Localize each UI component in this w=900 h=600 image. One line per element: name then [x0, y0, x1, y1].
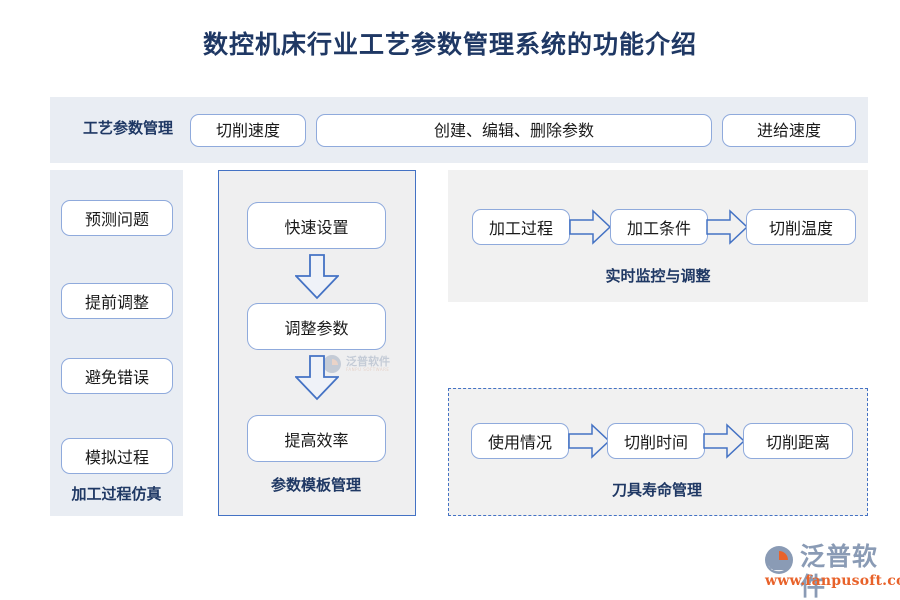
pill-crud-params[interactable]: 创建、编辑、删除参数: [316, 114, 712, 147]
tool-life-panel-caption: 刀具寿命管理: [611, 481, 702, 499]
arrow-right-icon: [706, 209, 749, 245]
arrow-down-icon: [293, 355, 341, 401]
arrow-right-icon: [703, 423, 746, 459]
monitor-step-cutting-temperature[interactable]: 切削温度: [746, 209, 856, 245]
flow-step-quick-setup[interactable]: 快速设置: [247, 202, 386, 249]
monitor-step-machining-process[interactable]: 加工过程: [472, 209, 570, 245]
sidebar-item-simulate-process[interactable]: 模拟过程: [61, 438, 173, 474]
page-title: 数控机床行业工艺参数管理系统的功能介绍: [202, 30, 697, 59]
sidebar-item-early-adjust[interactable]: 提前调整: [61, 283, 173, 319]
tool-step-usage-status[interactable]: 使用情况: [471, 423, 569, 459]
tool-step-cutting-distance[interactable]: 切削距离: [743, 423, 853, 459]
monitor-panel-caption: 实时监控与调整: [605, 267, 711, 285]
brand-logo: 泛普软件 www.fanpusoft.com: [762, 540, 900, 600]
tool-step-cutting-time[interactable]: 切削时间: [607, 423, 705, 459]
process-parameter-management-bar: 工艺参数管理 切削速度 创建、编辑、删除参数 进给速度: [50, 97, 868, 163]
tool-life-management-panel: 使用情况 切削时间 切削距离 刀具寿命管理: [448, 388, 868, 516]
fanpu-logo-icon: [762, 545, 796, 575]
machining-simulation-panel: 预测问题 提前调整 避免错误 模拟过程 加工过程仿真: [50, 170, 183, 516]
center-panel-caption: 参数模板管理: [270, 476, 361, 494]
sidebar-item-predict-problem[interactable]: 预测问题: [61, 200, 173, 236]
flow-step-improve-efficiency[interactable]: 提高效率: [247, 415, 386, 462]
brand-url: www.fanpusoft.com: [765, 573, 900, 589]
watermark-subtext: FANPU SOFTWARE: [346, 366, 390, 372]
watermark-text: 泛普软件: [346, 354, 390, 368]
arrow-right-icon: [568, 423, 611, 459]
sidebar-item-avoid-error[interactable]: 避免错误: [61, 358, 173, 394]
arrow-down-icon: [293, 254, 341, 300]
parameter-template-management-panel: 快速设置 调整参数 泛普软件 FANPU SOFTWARE 提高效率 参数模板管…: [218, 170, 416, 516]
pill-cutting-speed[interactable]: 切削速度: [190, 114, 306, 147]
sidebar-caption: 加工过程仿真: [71, 485, 162, 503]
pill-feed-speed[interactable]: 进给速度: [722, 114, 856, 147]
monitor-step-machining-condition[interactable]: 加工条件: [610, 209, 708, 245]
brand-name: 泛普软件: [800, 542, 879, 600]
arrow-right-icon: [569, 209, 612, 245]
realtime-monitoring-panel: 加工过程 加工条件 切削温度 实时监控与调整: [448, 170, 868, 302]
flow-step-adjust-parameters[interactable]: 调整参数: [247, 303, 386, 350]
top-bar-label: 工艺参数管理: [82, 119, 173, 137]
